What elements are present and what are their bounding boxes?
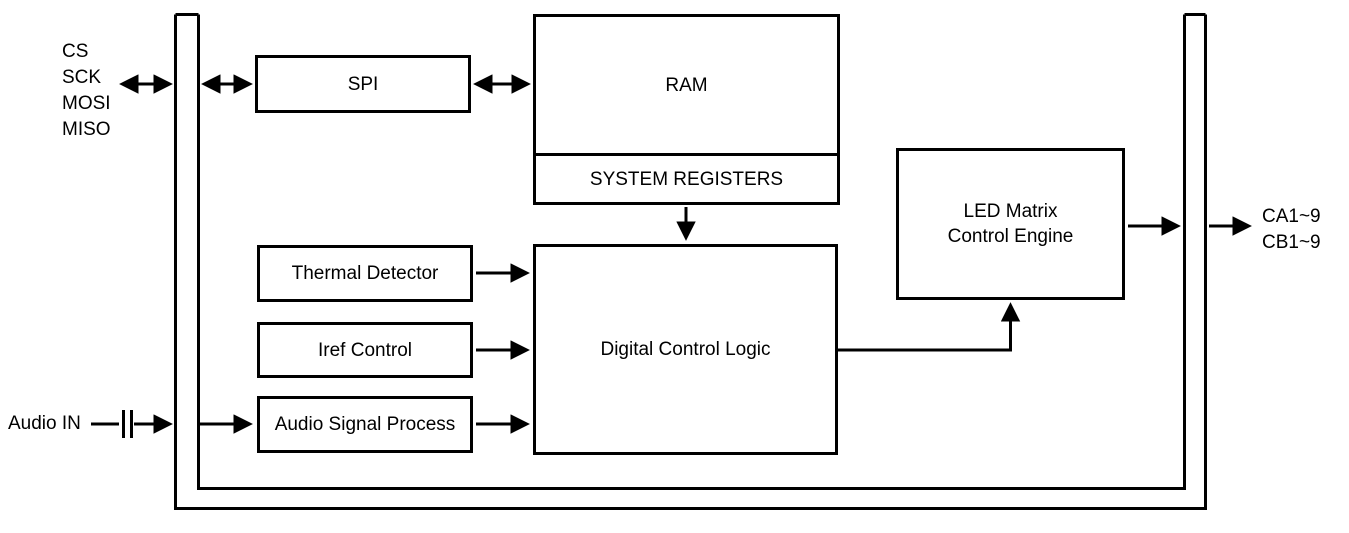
block-ram: RAM — [536, 17, 837, 153]
block-system-registers-label: SYSTEM REGISTERS — [589, 168, 784, 190]
pin-label-cs: CS — [62, 41, 89, 62]
pin-label-mosi: MOSI — [62, 93, 111, 114]
output-pin-labels: CA1~9 CB1~9 — [1262, 204, 1321, 256]
block-ram-label: RAM — [665, 74, 708, 96]
pin-label-sck: SCK — [62, 67, 102, 88]
pin-bus-outer-line — [174, 14, 1207, 510]
block-system-registers: SYSTEM REGISTERS — [536, 153, 837, 202]
pin-bus — [174, 13, 1207, 510]
pin-label-cb: CB1~9 — [1262, 232, 1321, 253]
pin-bus-inner-line — [197, 14, 1186, 490]
block-spi-label: SPI — [347, 73, 379, 95]
block-led-matrix-label-line1: LED Matrix — [963, 201, 1058, 222]
pin-label-miso: MISO — [62, 119, 111, 140]
block-spi: SPI — [255, 55, 471, 113]
block-led-matrix-control-engine: LED Matrix Control Engine — [896, 148, 1125, 300]
block-iref-control-label: Iref Control — [318, 339, 412, 361]
block-digital-control-logic-label: Digital Control Logic — [600, 339, 771, 360]
block-iref-control: Iref Control — [257, 322, 473, 378]
block-digital-control-logic: Digital Control Logic — [533, 244, 838, 455]
block-ram-system-registers: RAM SYSTEM REGISTERS — [533, 14, 840, 205]
pin-label-ca: CA1~9 — [1262, 206, 1321, 227]
audio-in-wire — [91, 410, 173, 438]
arrow-digitallogic-ledengine — [838, 302, 1021, 352]
block-led-matrix-label-line2: Control Engine — [947, 226, 1074, 247]
block-thermal-detector: Thermal Detector — [257, 245, 473, 302]
block-audio-signal-process-label: Audio Signal Process — [274, 414, 456, 435]
capacitor-icon — [122, 410, 133, 438]
spi-pin-labels: CS SCK MOSI MISO — [62, 39, 111, 143]
block-audio-signal-process: Audio Signal Process — [257, 396, 473, 453]
block-thermal-detector-label: Thermal Detector — [291, 263, 439, 284]
audio-in-label: Audio IN — [8, 413, 81, 434]
